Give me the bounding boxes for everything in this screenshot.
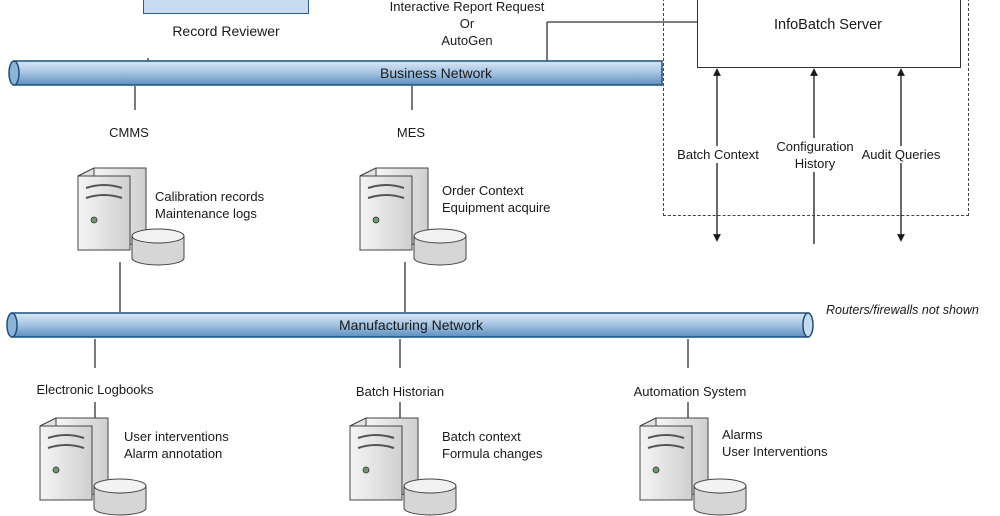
report-request-line-3: AutoGen <box>441 33 493 48</box>
manufacturing-network-pipe <box>6 312 814 338</box>
batch-historian-detail-2: Formula changes <box>442 446 543 461</box>
cmms-label: CMMS <box>109 125 149 140</box>
batch-historian-detail-1: Batch context <box>442 429 521 444</box>
mes-server-icon <box>359 167 467 266</box>
audit-queries-label: Audit Queries <box>859 146 943 163</box>
batch-context-label: Batch Context <box>675 146 761 163</box>
electronic-logbooks-details: User interventions Alarm annotation <box>124 428 229 462</box>
report-request-label: Interactive Report Request Or AutoGen <box>390 0 545 49</box>
electronic-logbooks-detail-2: Alarm annotation <box>124 446 223 461</box>
batch-historian-label: Batch Historian <box>355 384 445 399</box>
cmms-detail-1: Calibration records <box>155 189 265 204</box>
configuration-history-line-1: Configuration <box>776 139 854 154</box>
batch-historian-details: Batch context Formula changes <box>442 428 542 462</box>
automation-system-details: Alarms User Interventions <box>722 426 828 460</box>
record-reviewer-label: Record Reviewer <box>172 23 280 39</box>
electronic-logbooks-detail-1: User interventions <box>124 429 229 444</box>
automation-system-detail-2: User Interventions <box>722 444 828 459</box>
automation-system-label: Automation System <box>633 384 747 399</box>
manufacturing-network-label: Manufacturing Network <box>339 317 483 333</box>
cmms-details: Calibration records Maintenance logs <box>155 188 264 222</box>
network-architecture-diagram: Record Reviewer Interactive Report Reque… <box>6 0 979 516</box>
cmms-detail-2: Maintenance logs <box>155 206 257 221</box>
infobatch-server-label: InfoBatch Server <box>774 17 882 33</box>
mes-label: MES <box>396 125 426 140</box>
infobatch-server-box <box>697 0 961 68</box>
infobatch-boundary <box>663 0 969 216</box>
connector-lines <box>6 21 905 432</box>
report-request-line-1: Interactive Report Request <box>389 0 545 14</box>
business-network-pipe <box>8 60 663 86</box>
record-reviewer-monitor <box>143 0 309 14</box>
routers-note: Routers/firewalls not shown <box>826 303 979 317</box>
mes-detail-1: Order Context <box>442 183 524 198</box>
configuration-history-line-2: History <box>794 156 836 171</box>
configuration-history-label: Configuration History <box>774 138 856 172</box>
automation-system-detail-1: Alarms <box>722 427 763 442</box>
mes-details: Order Context Equipment acquire <box>442 182 550 216</box>
cmms-server-icon <box>77 167 185 266</box>
business-network-label: Business Network <box>379 65 493 81</box>
mes-detail-2: Equipment acquire <box>442 200 551 215</box>
electronic-logbooks-label: Electronic Logbooks <box>36 382 154 397</box>
report-request-line-2: Or <box>459 16 475 31</box>
